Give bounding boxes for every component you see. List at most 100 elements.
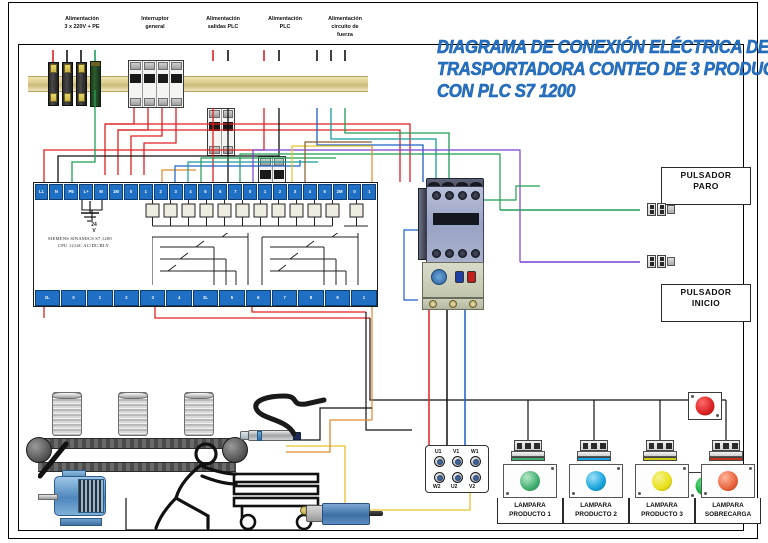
terminal-label-v2: V2 [469,484,476,490]
plc-terminal[interactable]: 6 [213,183,228,200]
motor-terminal-box: U1 V1 W1 W2 U2 V2 [425,445,489,493]
lamp-producto-2[interactable]: LAMPARA PRODUCTO 2 [563,440,629,524]
pushbutton-inicio-terminals [647,255,675,268]
overload-current-dial[interactable] [431,269,447,285]
main-breaker [128,60,184,108]
lamp-producto-3[interactable]: LAMPARA PRODUCTO 3 [629,440,695,524]
lamp-head [563,440,629,464]
plc-terminal[interactable]: 0 [243,183,258,200]
terminal-w2[interactable] [434,472,445,483]
lamp-head [497,440,563,464]
plc-terminal[interactable]: 0 [123,183,138,200]
terminal-u1[interactable] [434,456,445,467]
contactor-body [426,186,484,264]
label-line: 3 x 220V + PE [64,23,100,30]
label-interruptor-general: Interruptor general [122,16,188,32]
lamp-lens[interactable] [586,471,606,491]
lamp-lens[interactable] [520,471,540,491]
plc-terminal[interactable]: 5 [219,289,245,306]
lamp-enclosure[interactable] [503,464,557,498]
plc-terminal[interactable]: L+ [79,183,94,200]
plc-top-terminal-strip[interactable]: L1 N PE L+ M 1M 0 1 2 3 4 5 6 7 0 1 2 3 … [34,183,377,200]
plc-terminal[interactable]: 0 [60,289,87,306]
label-line: salidas PLC [207,23,239,30]
plc-terminal[interactable]: 1 [87,289,113,306]
label-line: PLC [279,23,291,30]
plc-terminal[interactable]: N [49,183,64,200]
terminal-v2[interactable] [470,472,481,483]
plc-terminal[interactable]: 5 [198,183,213,200]
plc-terminal[interactable]: M [94,183,109,200]
terminal-label-u1: U1 [435,449,442,455]
terminal-v1[interactable] [452,456,463,467]
lamp-producto-1[interactable]: LAMPARA PRODUCTO 1 [497,440,563,524]
terminal-block-ground [90,61,101,107]
label-line: fuerza [337,31,353,38]
motor-drive-belt [38,441,69,479]
lamp-sobrecarga[interactable]: LAMPARA SOBRECARGA [695,440,761,524]
plc-terminal[interactable]: 8 [298,289,324,306]
lamp-terminal-block [514,440,542,451]
plc-terminal[interactable]: 7 [228,183,243,200]
lamp-lens[interactable] [718,471,738,491]
plc-terminal[interactable]: 7 [272,289,298,306]
caption-lampara-producto-3: LAMPARA PRODUCTO 3 [629,498,695,524]
din-rail [28,76,368,92]
lamp-enclosure[interactable] [701,464,755,498]
label-alimentacion-salidas-plc: Alimentación salidas PLC [190,16,256,32]
plc-output-relays [145,200,368,227]
plc-terminal[interactable]: 4 [183,183,198,200]
plc-terminal[interactable]: 1 [138,183,153,200]
plc-terminal[interactable]: 3 [168,183,183,200]
sensor-cable [253,393,327,437]
label-alimentacion-plc: Alimentación PLC [256,16,314,32]
plc-terminal[interactable]: 9 [324,289,351,306]
terminal-u2[interactable] [452,472,463,483]
plc-terminal[interactable]: 6 [245,289,272,306]
overload-reset-button[interactable] [455,271,464,283]
plc-terminal[interactable]: 1 [258,183,272,200]
plc-terminal[interactable]: 5 [317,183,332,200]
plc-terminal[interactable]: 3 [287,183,302,200]
plc-terminal[interactable]: 4 [166,289,192,306]
plc-terminal[interactable]: 2 [113,289,140,306]
plc-terminal[interactable]: 1 [351,289,377,306]
lamp-head [629,440,695,464]
caption-line-1: LAMPARA [580,502,612,509]
plc-bottom-terminal-strip[interactable]: 1L 0 1 2 3 4 2L 5 6 7 8 9 1 [34,289,377,306]
lamp-enclosure[interactable] [569,464,623,498]
plc-terminal[interactable]: PE [64,183,79,200]
plc-terminal[interactable]: 4 [302,183,317,200]
plc-terminal[interactable]: 1M [109,183,123,200]
lamp-neck [511,451,545,457]
plc-terminal[interactable]: 2M [332,183,347,200]
plc-brand-line-1: SIEMENS SINAMICS S7 1200 [48,236,112,241]
plc-terminal[interactable]: 1L [34,289,60,306]
contactor[interactable] [418,176,484,266]
plc-terminal[interactable]: 1 [362,183,377,200]
plc-terminal[interactable]: 2 [273,183,287,200]
plc-module[interactable]: L1 N PE L+ M 1M 0 1 2 3 4 5 6 7 0 1 2 3 … [33,182,378,307]
lamp-enclosure[interactable] [635,464,689,498]
thermal-overload-relay[interactable] [418,262,484,310]
lamp-lens[interactable] [652,471,672,491]
label-line: Alimentación [328,16,362,22]
plc-terminal[interactable]: L1 [34,183,49,200]
contactor-coil [433,213,479,225]
terminal-w1[interactable] [470,456,481,467]
plc-terminal[interactable]: 0 [347,183,362,200]
lamp-head [695,440,761,464]
plc-supply-jumper [81,200,103,220]
lamp-color-band [511,457,545,461]
plc-terminal[interactable]: 2 [153,183,168,200]
caption-line-2: PARO [693,181,719,192]
conveyor-belt-bottom [38,462,236,472]
plc-brand-label: SIEMENS SINAMICS S7 1200 CPU 1214C AC/DC… [48,235,112,250]
pushbutton-paro-lens[interactable] [695,396,715,416]
pushbutton-paro[interactable] [688,392,722,420]
plc-terminal[interactable]: 2L [192,289,219,306]
plc-terminal[interactable]: 3 [140,289,166,306]
overload-test-button[interactable] [467,271,476,283]
lamp-color-band [709,457,743,461]
page-border [8,2,758,539]
